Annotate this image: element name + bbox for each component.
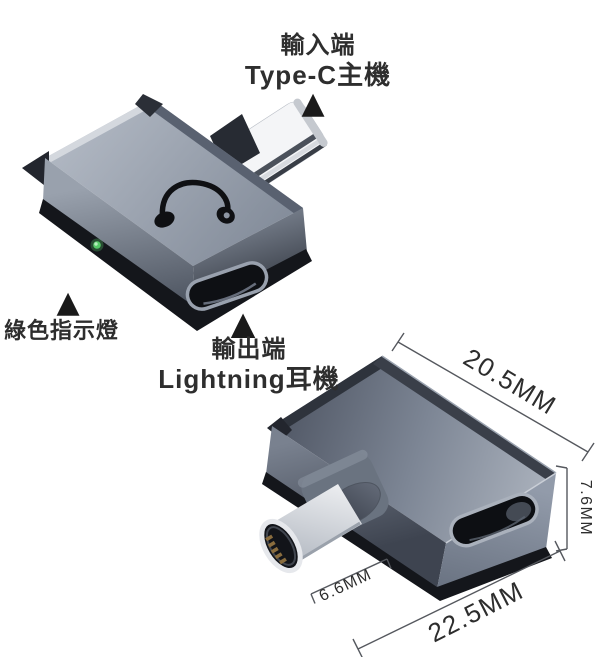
lightning-port-icon bbox=[449, 492, 539, 548]
dimension-line-top-edge bbox=[391, 332, 595, 462]
dimension-lines bbox=[310, 332, 595, 657]
typec-pins bbox=[265, 534, 287, 565]
up-arrow-icon: ▲ bbox=[230, 304, 256, 342]
input-label-line1: 輸入端 bbox=[280, 32, 356, 59]
green-led-icon bbox=[90, 238, 104, 252]
dimension-bracket-side-height bbox=[555, 465, 568, 552]
adapter-top-view bbox=[22, 94, 328, 331]
output-label: 輸出端 Lightning耳機 bbox=[158, 336, 339, 395]
output-label-line2: Lightning耳機 bbox=[158, 364, 340, 395]
adapter-bottom-view bbox=[259, 355, 557, 601]
headset-icon bbox=[154, 179, 235, 228]
dimension-side-height-label: 7.6MM bbox=[577, 479, 594, 537]
up-arrow-icon: ▲ bbox=[301, 86, 325, 121]
indicator-label: 綠色指示燈 bbox=[4, 318, 120, 343]
typec-plug-icon bbox=[259, 484, 362, 573]
dimension-bracket-plug-length bbox=[310, 558, 392, 604]
input-label: 輸入端 Type-C主機 bbox=[245, 32, 391, 91]
up-arrow-icon: ▲ bbox=[56, 285, 80, 320]
input-label-line2: Type-C主機 bbox=[244, 60, 392, 91]
output-label-line1: 輸出端 bbox=[211, 336, 287, 363]
lightning-port-icon bbox=[185, 261, 269, 311]
dimension-line-bottom-edge bbox=[352, 540, 566, 657]
